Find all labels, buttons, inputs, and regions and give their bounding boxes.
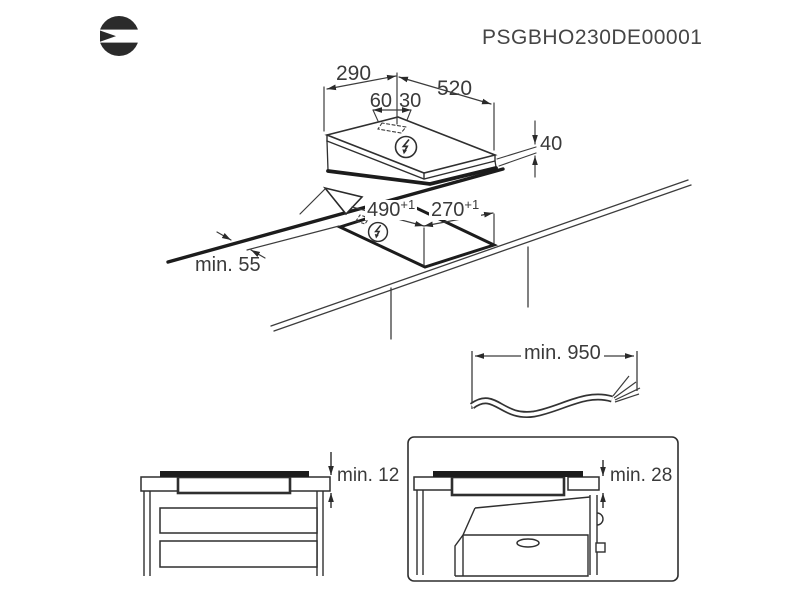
power-connection-icon: [367, 221, 389, 243]
dim-label-min-cable-length: min. 950: [524, 342, 601, 364]
clearance-view-frame: [407, 436, 679, 582]
worktop-right-block: [289, 476, 331, 492]
big-arrow: [322, 186, 364, 216]
oven-handle: [516, 538, 540, 548]
dim-arrow-min55-b: [250, 249, 266, 259]
dim-line-520: [398, 76, 492, 105]
cutout-length-tolerance: +1: [400, 197, 416, 212]
cable-view: [469, 351, 641, 419]
cutout-width-tolerance: +1: [464, 197, 480, 212]
cutout-length-value: 490: [367, 199, 401, 221]
brand-logo electrolux-mark-icon: [95, 16, 143, 56]
hob-body-front: [176, 475, 292, 495]
cutout-width-value: 270: [431, 199, 465, 221]
dim-label-cutout-length: 490+1: [365, 197, 418, 221]
dim-label-depth: 520: [437, 77, 473, 100]
document-code: PSGBHO230DE00001: [482, 26, 703, 49]
drawer-front-2: [159, 540, 318, 568]
dim-label-min-clearance: min. 28: [610, 465, 673, 486]
dim-label-min-edge-distance: min. 55: [195, 254, 261, 276]
dim-label-min-worktop-thickness: min. 12: [337, 465, 400, 486]
dim-label-cutout-width: 270+1: [429, 197, 482, 221]
hob-body-front: [450, 475, 566, 497]
dim-arrow-min55-a: [216, 231, 232, 241]
hinge-bump: [596, 512, 604, 526]
worktop-cutout-view: [166, 167, 692, 340]
drawer-front-1: [159, 507, 318, 534]
power-connection-icon: [394, 135, 418, 159]
worktop-thickness-view: [140, 452, 334, 576]
built-under-oven: [454, 495, 606, 577]
worktop-edge-line: [166, 167, 505, 264]
dim-label-thickness: 40: [540, 133, 563, 155]
dim-label-width: 290: [336, 62, 372, 85]
side-knob: [595, 542, 606, 553]
hob-top-view: [323, 72, 538, 186]
dim-label-offset-right: 30: [399, 90, 422, 112]
hob-glass-front: [433, 471, 583, 477]
dim-line-290: [326, 74, 397, 91]
clearance-view: [407, 436, 679, 582]
dim-label-offset-left: 60: [369, 90, 392, 112]
hob-body-edge: [326, 166, 498, 186]
hob-glass-front: [160, 471, 309, 477]
worktop-left-block: [140, 476, 179, 492]
